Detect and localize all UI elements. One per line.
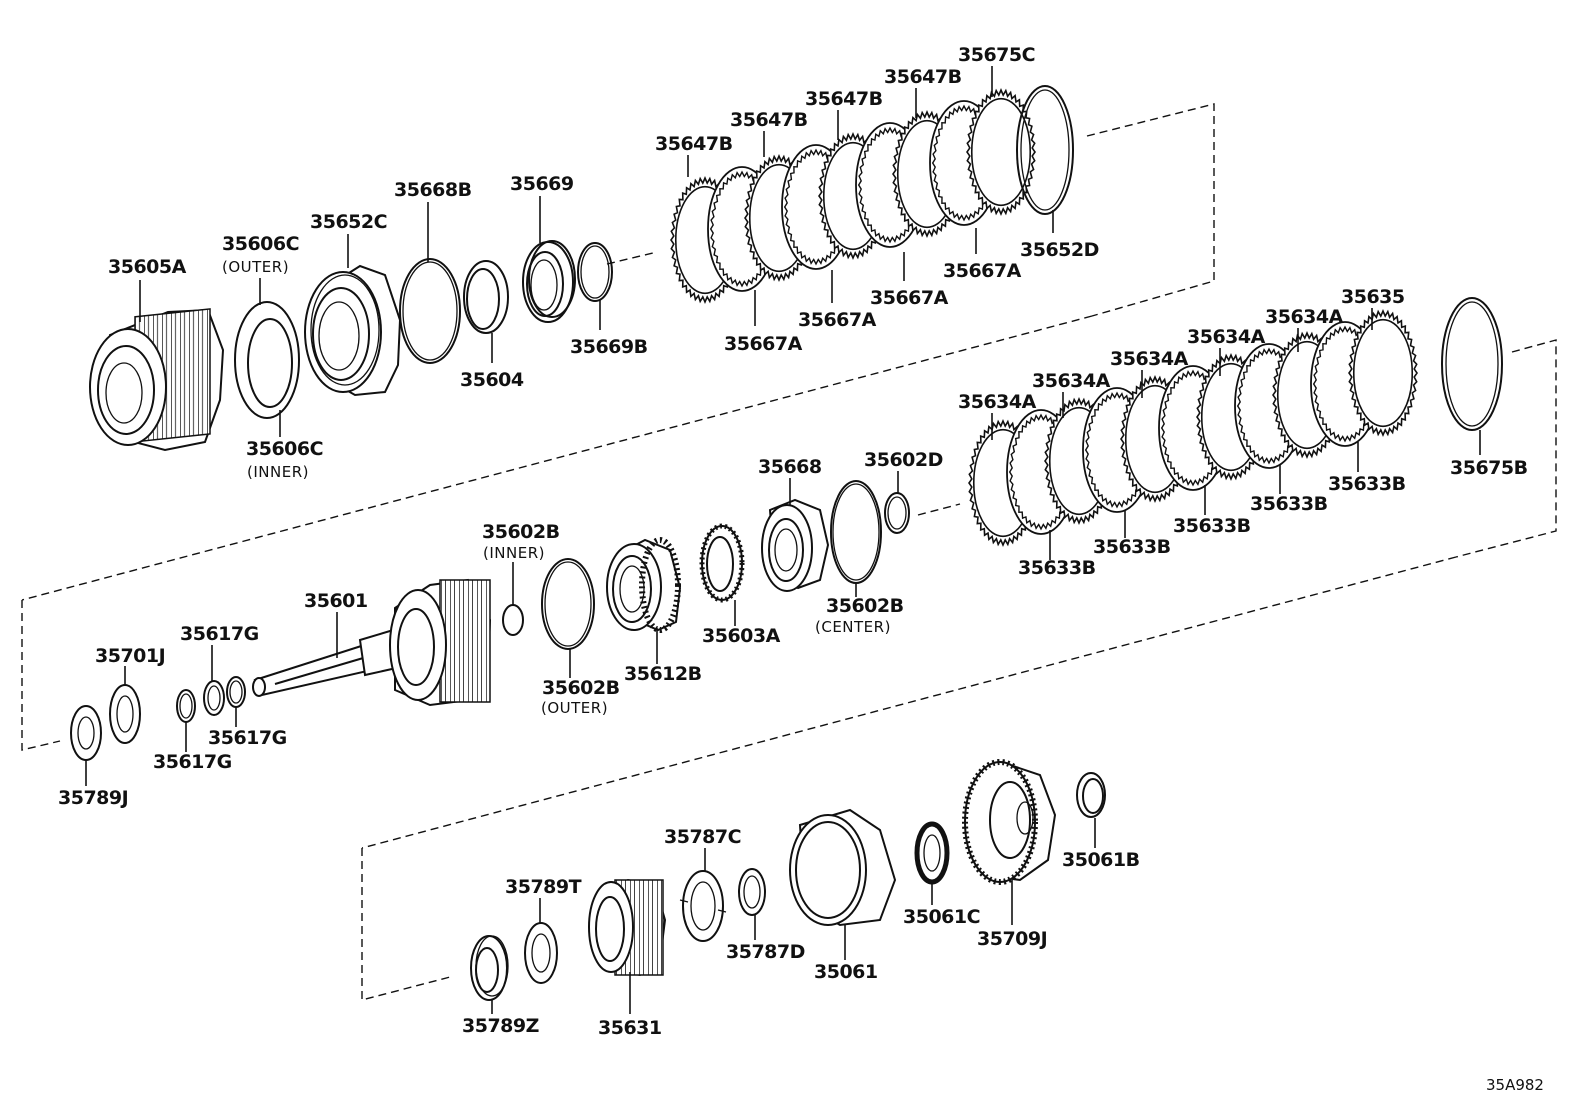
part-35675B-snap-ring [1441, 297, 1503, 431]
diagram-code: 35A982 [1486, 1076, 1544, 1094]
part-35601-input-shaft [252, 578, 492, 707]
label-35787D: 35787D [726, 941, 805, 963]
label-35675B: 35675B [1450, 457, 1528, 479]
label-35605A: 35605A [108, 256, 187, 278]
label-35669B: 35669B [570, 336, 648, 358]
note-outer-2: (OUTER) [541, 699, 608, 717]
part-35787C-plate [679, 870, 727, 942]
label-35789T: 35789T [505, 876, 582, 898]
part-35617G-bushings [176, 676, 246, 723]
part-35061C-washer [914, 821, 950, 885]
part-35789T-washer [524, 922, 558, 984]
label-35789Z: 35789Z [462, 1015, 539, 1037]
label-35667A-4: 35667A [943, 260, 1022, 282]
label-35601: 35601 [304, 590, 368, 612]
label-35647B-1: 35647B [655, 133, 733, 155]
label-35667A-1: 35667A [724, 333, 803, 355]
label-35634A-1: 35634A [958, 391, 1037, 413]
part-35606C-washer [234, 301, 300, 419]
leader-lines [85, 66, 1481, 1014]
label-35647B-4: 35647B [884, 66, 962, 88]
part-35789Z-bearing [470, 935, 509, 1001]
label-35606C-inner: 35606C [246, 438, 323, 460]
part-35602B-center-o-ring [830, 480, 882, 584]
label-35633B-2: 35633B [1093, 536, 1171, 558]
label-35631: 35631 [598, 1017, 662, 1039]
assembly-boundary-lines [21, 103, 1557, 1001]
label-35667A-2: 35667A [798, 309, 877, 331]
note-center: (CENTER) [815, 618, 891, 636]
label-35061B: 35061B [1062, 849, 1140, 871]
part-35061B-bushing [1076, 772, 1106, 818]
lower-clutch-pack [968, 308, 1418, 548]
label-35061: 35061 [814, 961, 878, 983]
label-35652C: 35652C [310, 211, 387, 233]
label-35612B: 35612B [624, 663, 702, 685]
label-35633B-5: 35633B [1328, 473, 1406, 495]
note-inner-2: (INNER) [483, 544, 545, 562]
label-35633B-3: 35633B [1173, 515, 1251, 537]
label-35602D: 35602D [864, 449, 943, 471]
label-35617G-1: 35617G [180, 623, 259, 645]
label-35633B-4: 35633B [1250, 493, 1328, 515]
label-35604: 35604 [460, 369, 524, 391]
label-35634A-5: 35634A [1265, 306, 1344, 328]
part-35603A-one-way-clutch [699, 523, 745, 603]
clutch-disc [1348, 308, 1418, 438]
note-outer: (OUTER) [222, 258, 289, 276]
part-35789J-washer [70, 705, 102, 761]
label-35668B: 35668B [394, 179, 472, 201]
part-35631-drum [588, 878, 667, 977]
label-35669: 35669 [510, 173, 574, 195]
label-35667A-3: 35667A [870, 287, 949, 309]
label-35789J: 35789J [58, 787, 128, 809]
part-35061-ring-gear [789, 808, 897, 927]
label-35634A-3: 35634A [1110, 348, 1189, 370]
label-35617G-2: 35617G [208, 727, 287, 749]
label-35647B-3: 35647B [805, 88, 883, 110]
part-35652C-piston [304, 264, 402, 397]
label-35634A-4: 35634A [1187, 326, 1266, 348]
part-35652D-snap-ring [1016, 85, 1074, 215]
label-35709J: 35709J [977, 928, 1047, 950]
label-35606C-outer: 35606C [222, 233, 299, 255]
part-35602D-ring [884, 492, 910, 534]
part-number-labels: 35605A 35606C (OUTER) 35606C (INNER) 356… [58, 44, 1544, 1094]
label-35602B-inner: 35602B [482, 521, 560, 543]
label-35061C: 35061C [903, 906, 980, 928]
label-35647B-2: 35647B [730, 109, 808, 131]
part-35605A-drum [89, 308, 225, 452]
part-35709J-carrier [962, 759, 1057, 885]
part-35604-ring [463, 260, 509, 334]
part-35669B-snap-ring [577, 242, 613, 302]
part-35612B-drum [606, 537, 682, 633]
label-35602B-outer: 35602B [542, 677, 620, 699]
label-35617G-3: 35617G [153, 751, 232, 773]
label-35787C: 35787C [664, 826, 741, 848]
upper-clutch-pack [670, 87, 1036, 305]
label-35602B-center: 35602B [826, 595, 904, 617]
part-35602B-outer-o-ring [541, 558, 595, 650]
label-35603A: 35603A [702, 625, 781, 647]
label-35652D: 35652D [1020, 239, 1099, 261]
label-35635: 35635 [1341, 286, 1405, 308]
label-35668: 35668 [758, 456, 822, 478]
part-35787D-bushing [738, 868, 766, 916]
label-35634A-2: 35634A [1032, 370, 1111, 392]
label-35633B-1: 35633B [1018, 557, 1096, 579]
part-35701J-washer [109, 684, 141, 744]
label-35701J: 35701J [95, 645, 165, 667]
label-35675C: 35675C [958, 44, 1035, 66]
part-35602B-inner-o-ring [502, 604, 524, 636]
part-35668B-o-ring [399, 258, 461, 364]
note-inner: (INNER) [247, 463, 309, 481]
part-35668-hub [761, 498, 830, 592]
clutch-disc [966, 87, 1036, 217]
part-35669-seal [522, 240, 576, 323]
